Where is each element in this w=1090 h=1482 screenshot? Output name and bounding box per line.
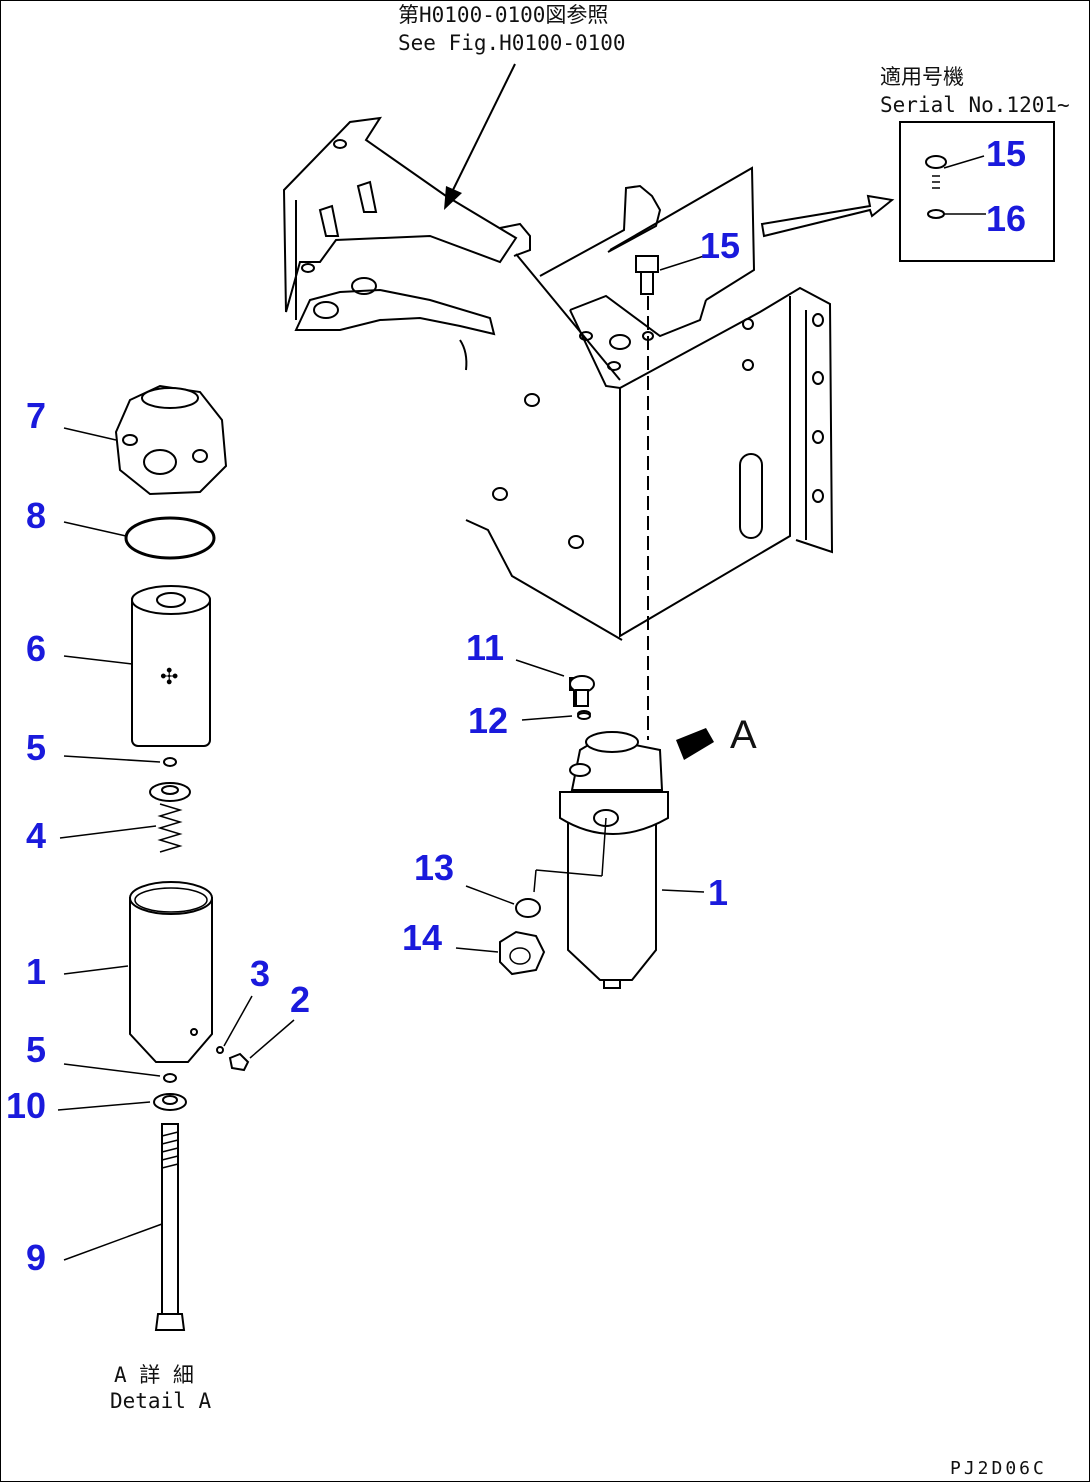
leader-1-right bbox=[661, 889, 705, 893]
callout-1-installed: 1 bbox=[708, 872, 728, 913]
callout-15-inset: 15 bbox=[986, 133, 1026, 174]
lower-o-ring bbox=[63, 1063, 177, 1083]
callout-14: 14 bbox=[402, 917, 442, 958]
mounting-bracket bbox=[282, 116, 834, 641]
upper-o-ring bbox=[63, 755, 177, 767]
serial-note: 適用号機 Serial No.1201~ bbox=[880, 65, 1070, 117]
seal-ring bbox=[465, 885, 541, 918]
drain-plug bbox=[216, 995, 253, 1054]
callout-16: 16 bbox=[986, 198, 1026, 239]
callout-10: 10 bbox=[6, 1085, 46, 1126]
callout-6: 6 bbox=[26, 628, 46, 669]
plug bbox=[515, 659, 595, 707]
inset-pointer-arrow bbox=[760, 194, 895, 238]
callout-11: 11 bbox=[466, 627, 504, 668]
center-bolt bbox=[63, 1123, 186, 1331]
drain-valve bbox=[228, 1019, 295, 1072]
washer bbox=[57, 1093, 187, 1111]
mounting-bolt bbox=[635, 255, 705, 295]
inset-bolt-icon bbox=[925, 155, 985, 189]
filter-assembly-installed bbox=[533, 677, 669, 989]
filter-head bbox=[63, 384, 228, 496]
drawing-number: PJ2D06C bbox=[950, 1458, 1047, 1479]
callout-3: 3 bbox=[250, 953, 270, 994]
callout-9: 9 bbox=[26, 1237, 46, 1278]
header-leader-arrow bbox=[444, 63, 516, 210]
callout-15-bracket: 15 bbox=[700, 225, 740, 266]
inset-washer-icon bbox=[927, 209, 986, 219]
detail-note-en: Detail A bbox=[110, 1389, 212, 1413]
spring bbox=[59, 782, 191, 853]
callout-5-upper: 5 bbox=[26, 727, 46, 768]
callout-1-detail: 1 bbox=[26, 951, 46, 992]
detail-note-jp: A 詳 細 bbox=[114, 1363, 194, 1387]
header-note-jp: 第H0100-0100図参照 bbox=[398, 3, 608, 27]
view-arrow-a: A bbox=[676, 713, 757, 760]
callout-4: 4 bbox=[26, 815, 46, 856]
header-note-en: See Fig.H0100-0100 bbox=[398, 31, 626, 55]
view-arrow-label: A bbox=[730, 713, 757, 757]
filter-element: ✣ bbox=[63, 585, 211, 747]
detail-note: A 詳 細 Detail A bbox=[110, 1363, 212, 1413]
callout-2: 2 bbox=[290, 979, 310, 1020]
head-o-ring bbox=[63, 516, 216, 560]
callout-12: 12 bbox=[468, 700, 508, 741]
callout-8: 8 bbox=[26, 495, 46, 536]
serial-note-jp: 適用号機 bbox=[880, 65, 964, 89]
element-emblem-icon: ✣ bbox=[160, 664, 178, 689]
filter-case bbox=[63, 881, 213, 1063]
header-note: 第H0100-0100図参照 See Fig.H0100-0100 bbox=[398, 3, 626, 55]
serial-inset-box bbox=[899, 121, 1055, 262]
hex-nut bbox=[455, 930, 546, 976]
callout-5-lower: 5 bbox=[26, 1029, 46, 1070]
serial-note-en: Serial No.1201~ bbox=[880, 93, 1070, 117]
callout-7: 7 bbox=[26, 395, 46, 436]
callouts: 7 8 6 5 4 1 3 2 5 10 9 11 12 13 14 1 15 … bbox=[6, 133, 1026, 1278]
callout-13: 13 bbox=[414, 847, 454, 888]
o-ring-small bbox=[521, 712, 591, 721]
